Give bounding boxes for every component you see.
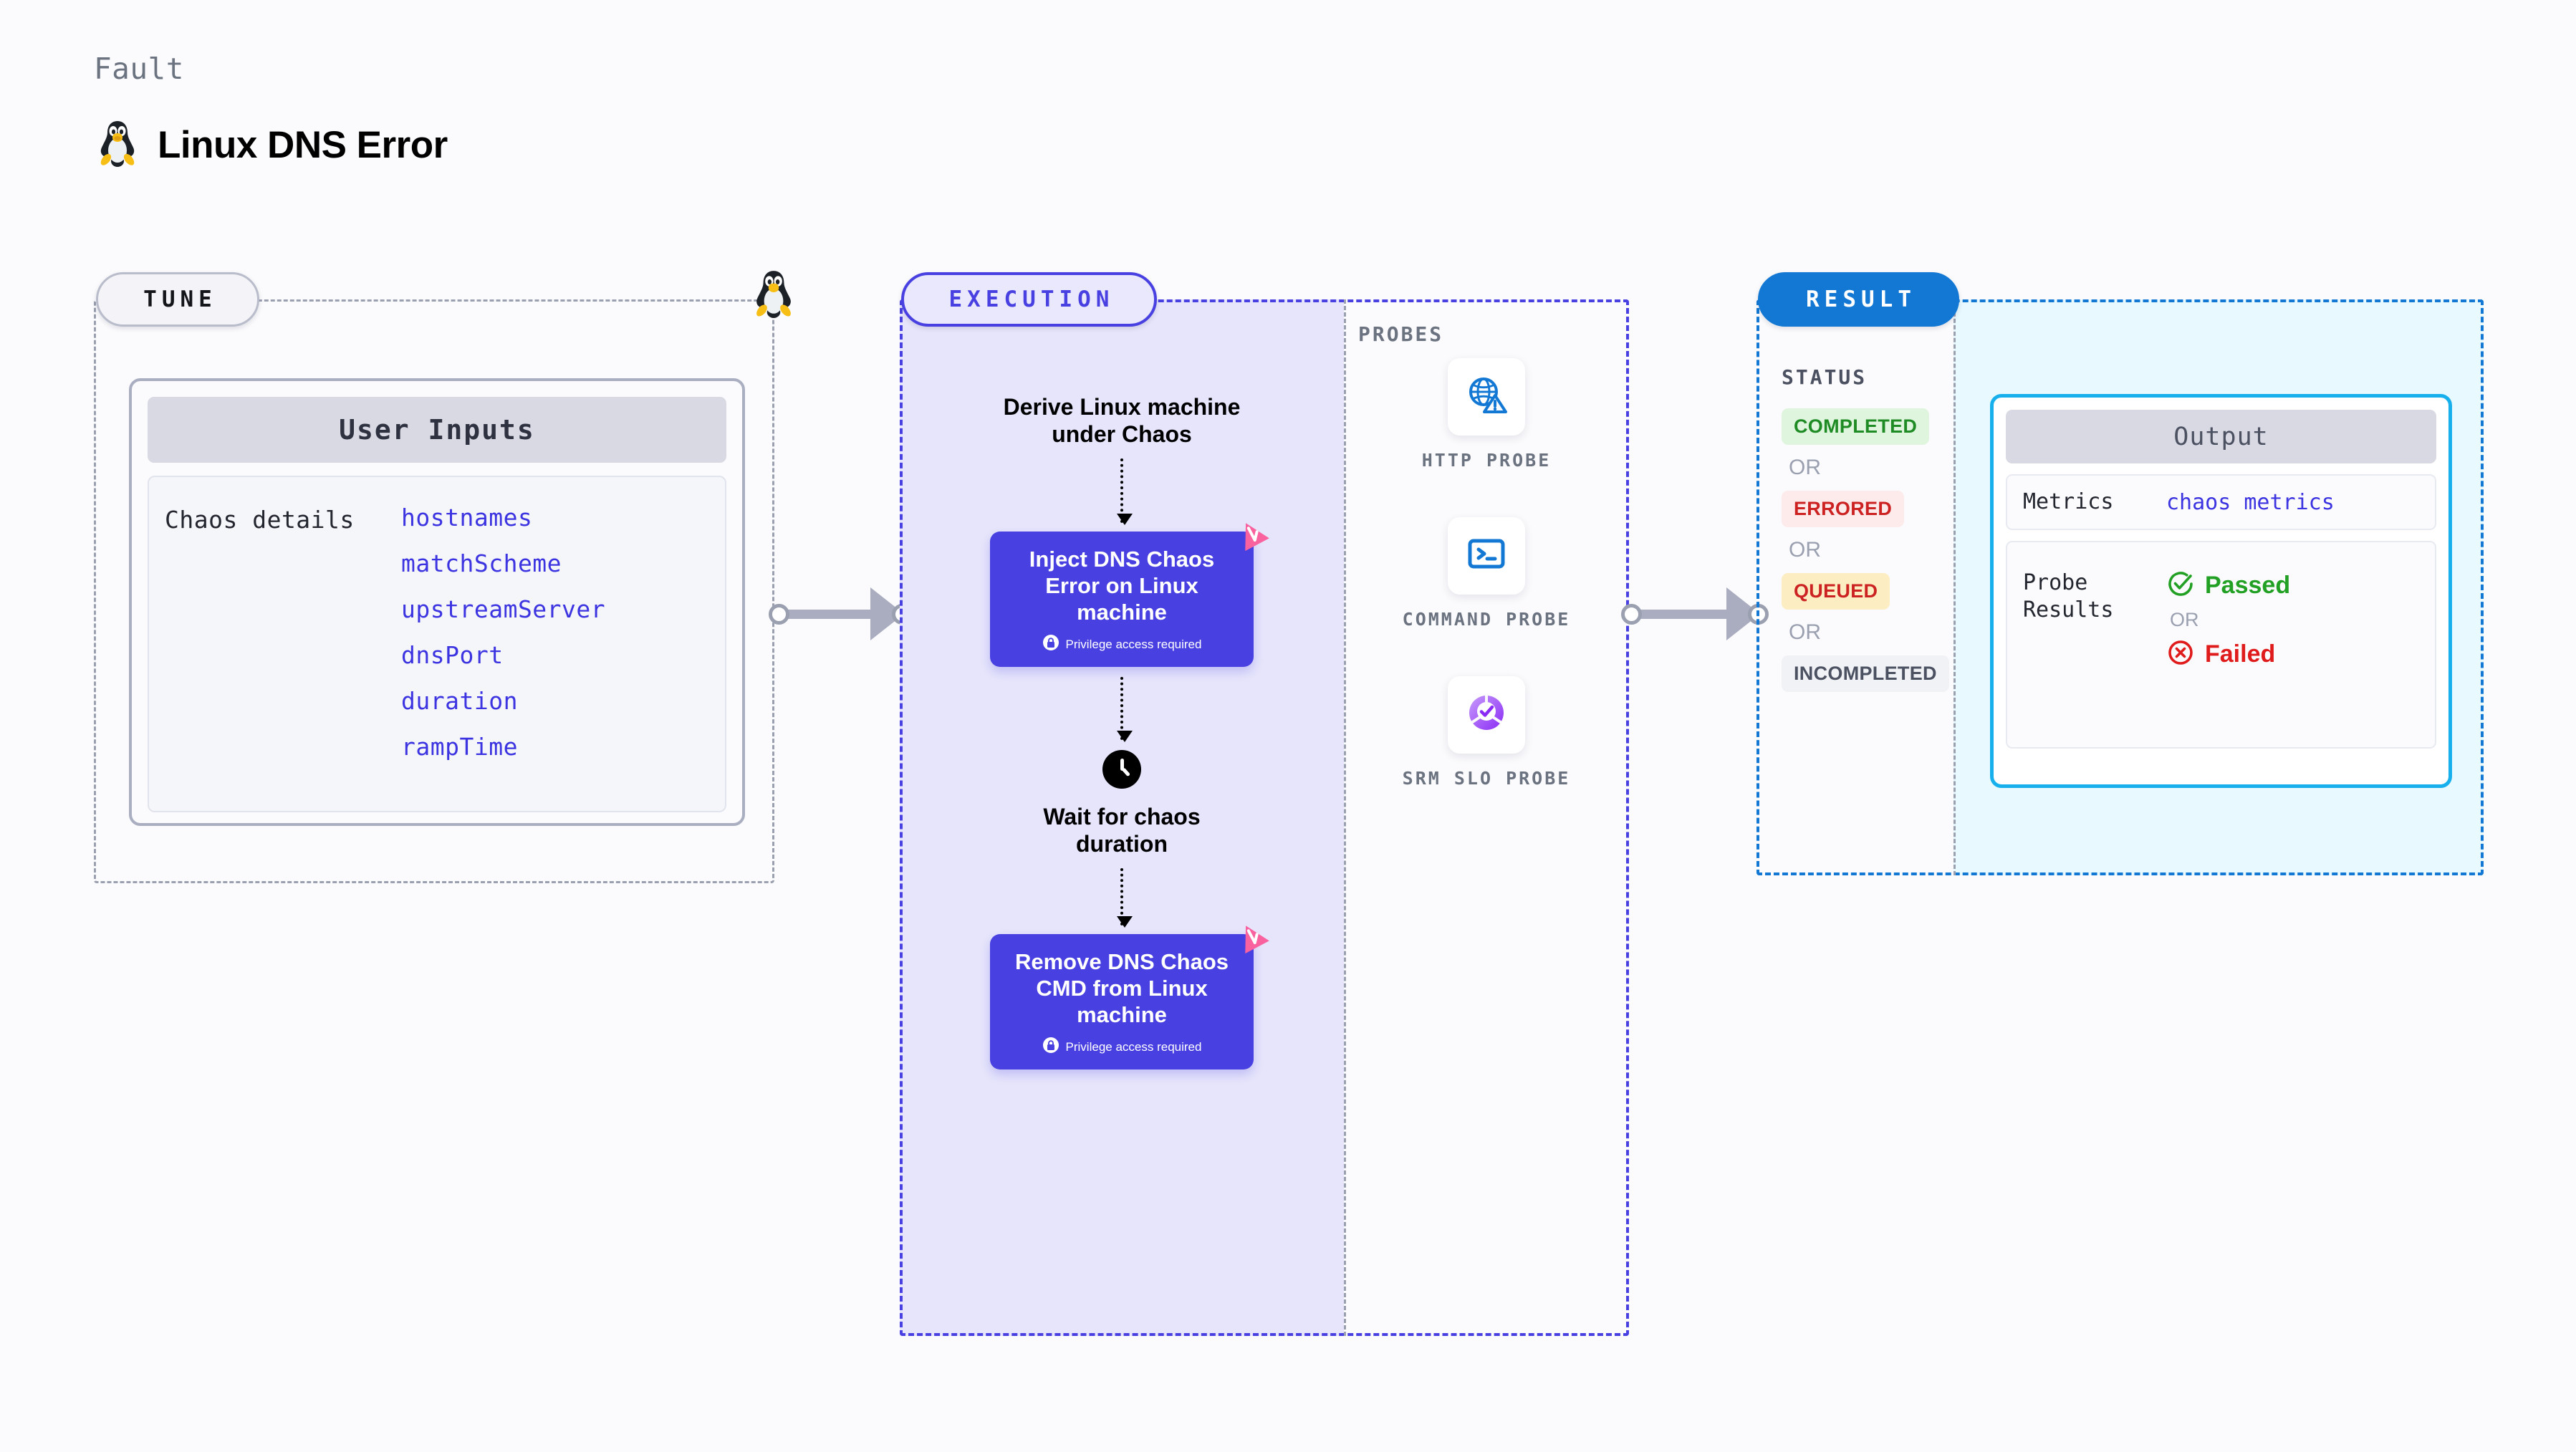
chaos-details-label: Chaos details [165, 506, 355, 534]
status-badge-incompleted: INCOMPLETED [1782, 655, 1949, 692]
check-circle-icon [2166, 569, 2195, 602]
execution-node-title: Inject DNS Chaos Error on Linux machine [1029, 546, 1215, 625]
chaos-param-dnsport[interactable]: dnsPort [401, 641, 504, 669]
user-inputs-title: User Inputs [148, 397, 726, 463]
connector-line [1631, 610, 1746, 619]
fault-kicker: Fault [94, 52, 184, 86]
flow-arrow [1117, 677, 1133, 743]
probes-title: PROBES [1358, 322, 1444, 346]
privilege-text: Privilege access required [1065, 1039, 1202, 1054]
probe-label: HTTP PROBE [1421, 450, 1552, 471]
lock-icon [1042, 1037, 1059, 1057]
probe-result-passed: Passed [2166, 569, 2290, 602]
execution-node-remove[interactable]: Remove DNS Chaos CMD from Linux machine … [990, 925, 1269, 1070]
linux-tux-icon [95, 118, 140, 172]
probe-result-failed: Failed [2166, 638, 2290, 670]
probe-results-key: Probe Results [2023, 570, 2114, 622]
chaos-details-box: Chaos details hostnames matchScheme upst… [148, 476, 726, 812]
result-divider [1953, 299, 1956, 875]
chaos-params-list: hostnames matchScheme upstreamServer dns… [401, 506, 605, 811]
chaos-param-hostnames[interactable]: hostnames [401, 504, 533, 532]
execution-flow: Derive Linux machine under Chaos Inject … [900, 299, 1344, 1336]
connector-tune-to-execution [769, 587, 913, 640]
fault-title-row: Linux DNS Error [95, 118, 448, 172]
probes-divider [1344, 299, 1346, 1336]
passed-label: Passed [2205, 572, 2291, 599]
output-title: Output [2006, 410, 2436, 463]
result-pill-label: RESULT [1758, 272, 1959, 327]
output-metrics-row: Metrics chaos metrics [2006, 474, 2436, 530]
output-card: Output Metrics chaos metrics Probe Resul… [1990, 394, 2452, 788]
page-title: Linux DNS Error [158, 124, 448, 166]
status-badge-errored: ERRORED [1782, 491, 1905, 527]
result-zone [1756, 299, 2484, 875]
execution-node-title: Remove DNS Chaos CMD from Linux machine [1014, 948, 1229, 1027]
probe-results-or: OR [2170, 609, 2199, 630]
user-inputs-card: User Inputs Chaos details hostnames matc… [129, 378, 745, 826]
privilege-text: Privilege access required [1065, 637, 1202, 651]
status-badge-queued: QUEUED [1782, 573, 1890, 610]
execution-pill-label: EXECUTION [901, 272, 1157, 327]
probe-item-http[interactable]: HTTP PROBE [1422, 358, 1552, 473]
status-title: STATUS [1782, 365, 1868, 389]
status-or: OR [1789, 456, 1821, 479]
globe-warning-icon [1464, 372, 1509, 422]
flow-arrow [1117, 867, 1133, 928]
probes-list: HTTP PROBE COMMAND PROBE [1344, 358, 1629, 790]
linux-tux-icon [751, 268, 797, 319]
status-or: OR [1789, 538, 1821, 562]
execution-zone [900, 299, 1629, 1336]
probe-tile[interactable] [1447, 516, 1525, 595]
probe-tile[interactable] [1447, 358, 1525, 436]
failed-label: Failed [2205, 640, 2276, 668]
chaos-param-ramptime[interactable]: rampTime [401, 733, 518, 761]
privilege-row: Privilege access required [1001, 1037, 1242, 1057]
chaos-param-matchscheme[interactable]: matchScheme [401, 549, 562, 577]
terminal-icon [1464, 531, 1509, 580]
connector-start-dot [1621, 604, 1642, 625]
litmus-chaos-icon [1234, 517, 1270, 553]
status-or: OR [1789, 620, 1821, 644]
probe-tile[interactable] [1447, 675, 1525, 754]
probe-label: COMMAND PROBE [1402, 608, 1571, 630]
tune-pill-label: TUNE [96, 272, 259, 327]
status-badge-completed: COMPLETED [1782, 408, 1930, 445]
clock-icon [1102, 750, 1141, 789]
metrics-value[interactable]: chaos metrics [2166, 489, 2335, 515]
chaos-param-upstreamserver[interactable]: upstreamServer [401, 595, 606, 623]
status-column: STATUS COMPLETED OR ERRORED OR QUEUED OR… [1782, 365, 1949, 692]
probe-label: SRM SLO PROBE [1402, 767, 1571, 789]
probe-results-values: Passed OR Failed [2166, 569, 2290, 747]
chaos-param-duration[interactable]: duration [401, 687, 518, 715]
slo-donut-check-icon [1464, 690, 1509, 739]
execution-step-wait: Wait for chaos duration [1043, 804, 1201, 857]
probe-item-command[interactable]: COMMAND PROBE [1402, 516, 1571, 632]
lock-icon [1042, 634, 1059, 655]
execution-step-derive: Derive Linux machine under Chaos [1003, 394, 1241, 447]
metrics-key: Metrics [2023, 489, 2114, 515]
execution-node-inject[interactable]: Inject DNS Chaos Error on Linux machine … [990, 522, 1269, 668]
output-probe-results-row: Probe Results Passed OR [2006, 541, 2436, 749]
connector-execution-to-result [1621, 587, 1772, 640]
connector-start-dot [769, 604, 789, 625]
privilege-row: Privilege access required [1001, 634, 1242, 655]
connector-line [779, 610, 890, 619]
probe-item-srm-slo[interactable]: SRM SLO PROBE [1402, 675, 1571, 791]
litmus-chaos-icon [1234, 920, 1270, 956]
flow-arrow [1117, 458, 1133, 525]
x-circle-icon [2166, 638, 2195, 670]
